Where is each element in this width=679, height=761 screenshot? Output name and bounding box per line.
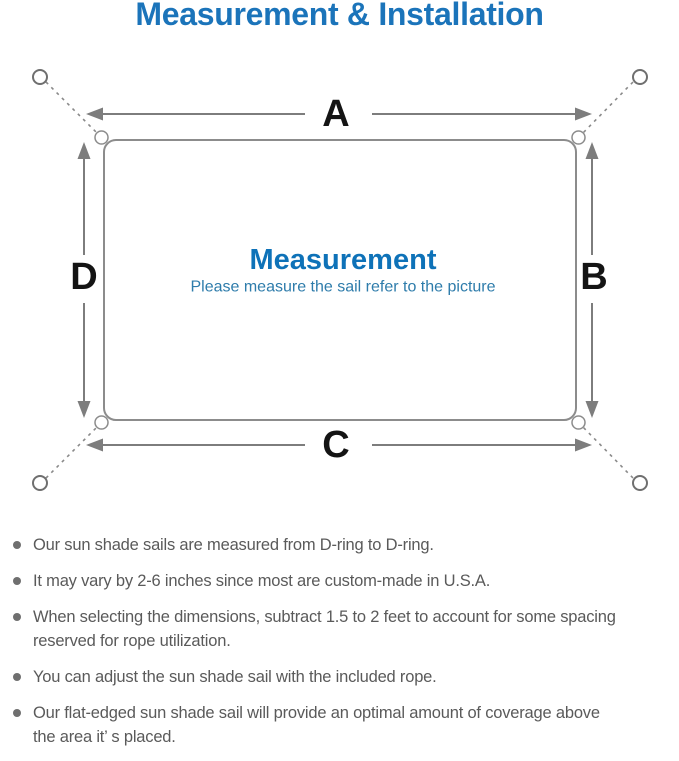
page-title: Measurement & Installation [135,0,544,32]
dimension-label-c: C [322,424,349,466]
arrow-d-up-head-icon [77,142,91,159]
anchor-ring-top-right-icon [632,69,648,85]
measurement-diagram-svg: A B C D Measurement Please measure the s… [32,69,648,491]
sail-outline [103,139,577,421]
arrow-b-down-head-icon [585,401,599,418]
dimension-label-b: B [580,256,607,298]
anchor-ring-bottom-left-icon [32,475,48,491]
corner-d-rings [94,130,586,430]
diagram-heading: Measurement [250,244,437,276]
bullet-icon [13,541,21,549]
list-item: Our sun shade sails are measured from D-… [12,533,672,557]
d-ring-bottom-left-icon [94,415,109,430]
arrow-a-right-head-icon [575,107,592,121]
arrow-a-left-head-icon [86,107,103,121]
bullet-icon [13,577,21,585]
anchor-ring-bottom-right-icon [632,475,648,491]
bullet-icon [13,709,21,717]
d-ring-top-left-icon [94,130,109,145]
note-text: Our sun shade sails are measured from D-… [33,536,434,554]
diagram-subtitle: Please measure the sail refer to the pic… [190,279,495,296]
d-ring-bottom-right-icon [571,415,586,430]
arrow-d-down-head-icon [77,401,91,418]
list-item: It may vary by 2-6 inches since most are… [12,569,672,593]
note-text: When selecting the dimensions, subtract … [33,608,616,650]
note-text: Our flat-edged sun shade sail will provi… [33,704,600,746]
list-item: You can adjust the sun shade sail with t… [12,665,672,689]
arrow-b-up-head-icon [585,142,599,159]
measurement-diagram: A B C D Measurement Please measure the s… [0,55,679,520]
note-text: It may vary by 2-6 inches since most are… [33,572,491,590]
note-text: You can adjust the sun shade sail with t… [33,668,437,686]
anchor-rings [32,69,648,491]
notes-list: Our sun shade sails are measured from D-… [12,533,672,761]
arrow-c-left-head-icon [86,438,103,452]
guy-line-top-right [580,81,634,136]
bullet-icon [13,613,21,621]
arrow-c-right-head-icon [575,438,592,452]
list-item: When selecting the dimensions, subtract … [12,605,672,653]
anchor-ring-top-left-icon [32,69,48,85]
guy-line-bottom-left [45,424,100,479]
dimension-arrows [77,107,599,452]
list-item: Our flat-edged sun shade sail will provi… [12,701,672,749]
guy-line-top-left [45,81,100,136]
bullet-icon [13,673,21,681]
guy-line-bottom-right [580,424,634,479]
dimension-label-a: A [322,93,349,135]
d-ring-top-right-icon [571,130,586,145]
guy-lines [45,81,634,479]
dimension-label-d: D [70,256,97,298]
